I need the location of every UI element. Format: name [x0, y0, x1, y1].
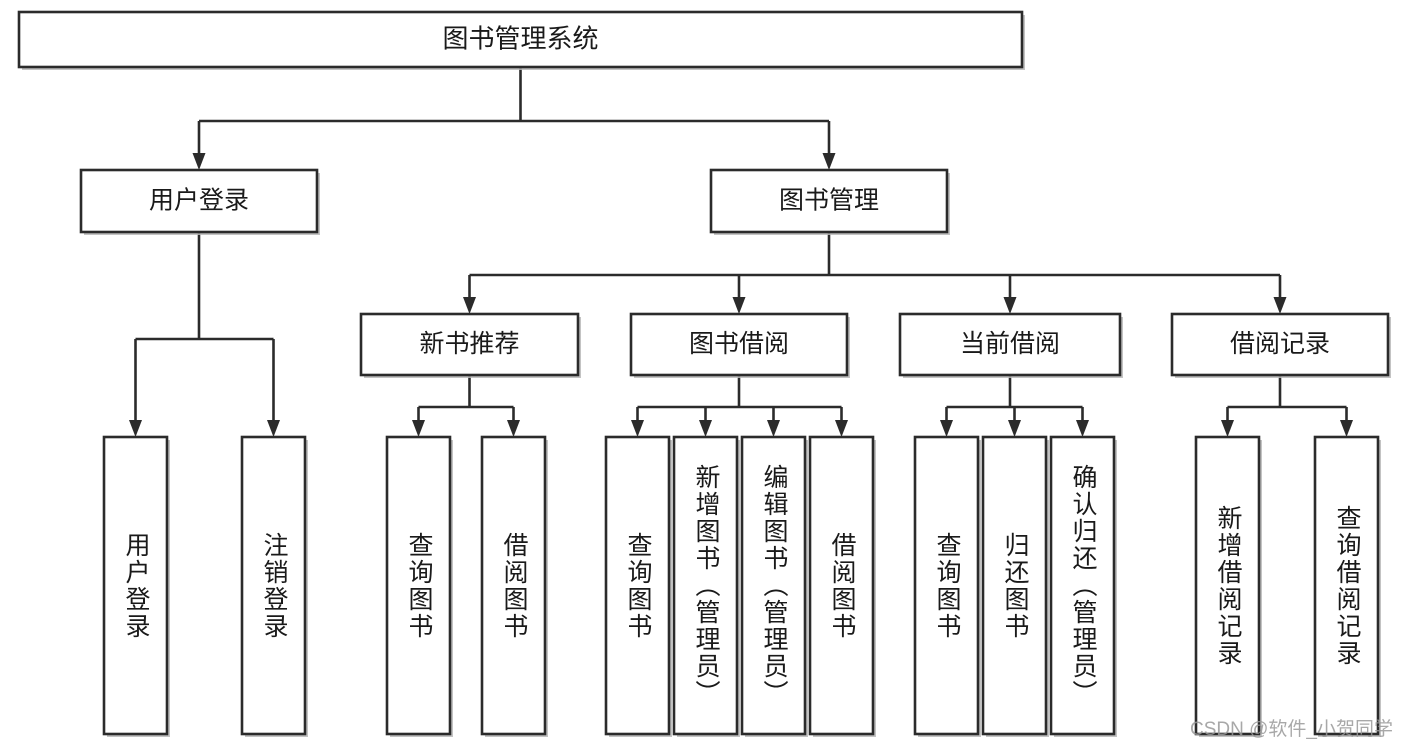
arrow-head-icon [412, 420, 425, 437]
arrow-head-icon [1008, 420, 1021, 437]
arrow-head-icon [129, 420, 142, 437]
node-book-manage[interactable] [709, 168, 950, 235]
arrow-head-icon [267, 420, 280, 437]
node-box[interactable] [981, 435, 1048, 736]
node-leaf-edit-book[interactable] [740, 435, 808, 737]
node-leaf-logout[interactable] [240, 435, 308, 737]
node-new-book-rec[interactable] [359, 312, 581, 378]
arrow-head-icon [463, 297, 476, 314]
node-leaf-add-book[interactable] [672, 435, 740, 737]
node-box[interactable] [898, 312, 1122, 377]
node-leaf-query-record[interactable] [1313, 435, 1381, 737]
arrow-head-icon [1221, 420, 1234, 437]
node-leaf-return-book[interactable] [981, 435, 1049, 737]
node-box[interactable] [359, 312, 580, 377]
node-borrow-record[interactable] [1170, 312, 1391, 378]
arrow-head-icon [835, 420, 848, 437]
node-current-borrow[interactable] [898, 312, 1123, 378]
node-box[interactable] [1049, 435, 1116, 736]
node-label: 新书推荐 [419, 330, 519, 358]
node-box[interactable] [709, 168, 949, 234]
node-box[interactable] [79, 168, 319, 234]
node-leaf-query-book-2[interactable] [604, 435, 672, 737]
node-box[interactable] [1194, 435, 1261, 736]
watermark: CSDN @软件_小贺同学 [1190, 719, 1393, 740]
node-box[interactable] [1313, 435, 1380, 736]
arrow-head-icon [1273, 297, 1287, 314]
node-leaf-borrow-book-2[interactable] [808, 435, 876, 737]
node-label: 图书借阅 [689, 330, 789, 358]
node-box[interactable] [17, 10, 1024, 69]
node-label: 图书管理 [779, 187, 879, 215]
arrow-head-icon [1340, 420, 1353, 437]
node-box[interactable] [808, 435, 875, 736]
arrow-head-icon [1076, 420, 1089, 437]
node-box[interactable] [240, 435, 307, 736]
arrow-head-icon [631, 420, 644, 437]
node-box[interactable] [672, 435, 739, 736]
node-leaf-user-login[interactable] [102, 435, 170, 737]
arrow-head-icon [507, 420, 520, 437]
node-label: 借阅记录 [1230, 330, 1330, 358]
node-leaf-confirm-return[interactable] [1049, 435, 1117, 737]
node-box[interactable] [604, 435, 671, 736]
edge-layer [129, 67, 1353, 437]
node-box[interactable] [913, 435, 980, 736]
node-label: 当前借阅 [960, 330, 1060, 358]
arrow-head-icon [699, 420, 712, 437]
arrow-head-icon [822, 153, 836, 170]
node-box[interactable] [102, 435, 169, 736]
arrow-head-icon [732, 297, 746, 314]
node-root[interactable] [17, 10, 1025, 70]
arrow-head-icon [192, 153, 206, 170]
node-box[interactable] [1170, 312, 1390, 377]
node-label: 图书管理系统 [442, 23, 598, 53]
node-leaf-query-book-1[interactable] [385, 435, 453, 737]
node-leaf-query-book-3[interactable] [913, 435, 981, 737]
node-leaf-borrow-book-1[interactable] [480, 435, 548, 737]
node-box[interactable] [629, 312, 849, 377]
node-leaf-add-record[interactable] [1194, 435, 1262, 737]
node-box[interactable] [740, 435, 807, 736]
arrow-head-icon [940, 420, 953, 437]
node-box[interactable] [385, 435, 452, 736]
node-user-login[interactable] [79, 168, 320, 235]
arrow-head-icon [1003, 297, 1017, 314]
node-book-borrow[interactable] [629, 312, 850, 378]
node-label: 用户登录 [149, 187, 249, 215]
arrow-head-icon [767, 420, 780, 437]
node-box[interactable] [480, 435, 547, 736]
